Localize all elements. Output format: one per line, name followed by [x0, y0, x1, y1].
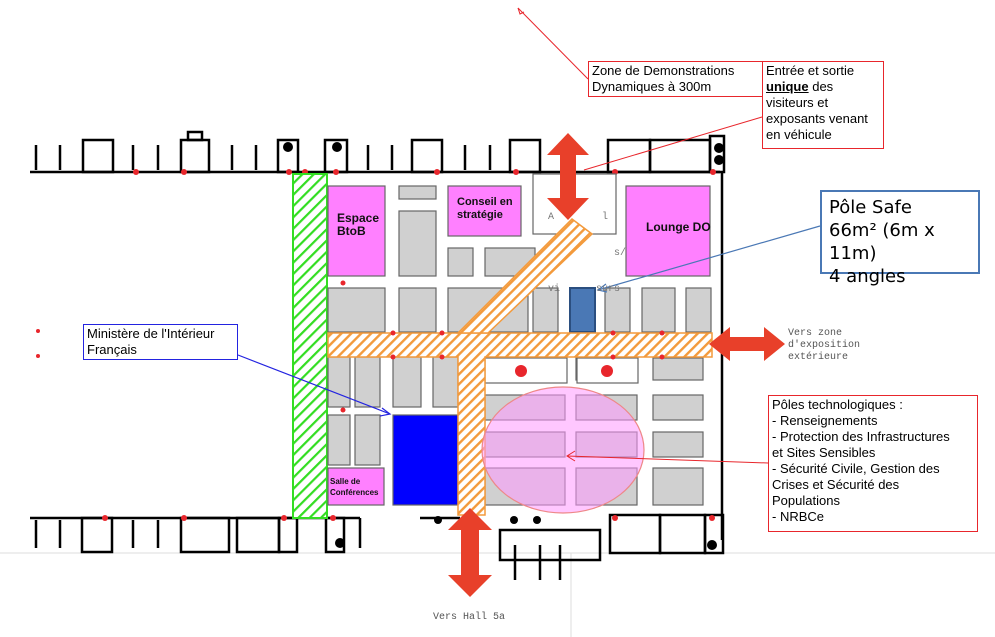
- exposition-double-arrow-icon: [709, 327, 785, 361]
- label-espace-btob: Espace BtoB: [337, 212, 379, 238]
- entrance-leader-line: [583, 116, 763, 171]
- top-wall: [30, 130, 726, 174]
- label-line: s/: [548, 248, 627, 259]
- callout-poles-technologiques: Pôles technologiques : - Renseignements …: [768, 395, 978, 532]
- label-line: extérieure: [788, 352, 849, 363]
- callout-entrance: Entrée et sortie unique des visiteurs et…: [762, 61, 884, 149]
- arrowhead-icon: [566, 450, 576, 462]
- pole-safe-leader-line: [597, 225, 821, 291]
- callout-line: Dynamiques à 300m: [592, 79, 712, 94]
- emphasis-text: unique: [766, 79, 809, 94]
- arrowhead-icon: [517, 7, 525, 15]
- stand-conseil-strategie[interactable]: [447, 185, 522, 237]
- aisle-markers: [36, 280, 665, 413]
- callout-line: Zone de Demonstrations: [592, 63, 735, 78]
- callout-line: Entrée et sortie: [766, 63, 855, 78]
- callout-demo-zone: Zone de Demonstrations Dynamiques à 300m: [588, 61, 766, 97]
- bottom-wall: [30, 513, 725, 580]
- callout-item: Crises et Sécurité des: [772, 477, 900, 492]
- callout-line: Français: [87, 342, 137, 357]
- entrance-double-arrow-icon: [547, 133, 589, 220]
- main-aisles: [327, 218, 713, 516]
- red-dot-marker: [601, 365, 613, 377]
- stand-lounge-do[interactable]: [625, 185, 711, 277]
- callout-item: - Protection des Infrastructures: [772, 429, 950, 444]
- demo-zone-leader-line: [517, 7, 589, 80]
- callout-line: Pôle Safe: [829, 197, 912, 218]
- callout-line: unique des: [766, 79, 880, 95]
- label-line: d'exposition: [788, 340, 861, 351]
- callout-line: exposants venant: [766, 111, 868, 126]
- callout-pole-safe: Pôle Safe 66m² (6m x 11m) 4 angles: [820, 190, 980, 287]
- callout-item: - NRBCe: [772, 509, 825, 524]
- label-line: A l: [548, 212, 609, 223]
- callout-item: - Sécurité Civile, Gestion des: [772, 461, 940, 476]
- label-line: stratégie: [457, 209, 503, 221]
- label-line: Conférences: [330, 488, 379, 497]
- label-vers-hall: Vers Hall 5a: [433, 612, 506, 623]
- callout-line: en véhicule: [766, 127, 832, 142]
- arrows: [448, 133, 785, 597]
- green-hatched-zone: [292, 173, 328, 519]
- callout-title: Pôles technologiques :: [772, 397, 903, 412]
- label-accueil: A l s/ vi surs: [548, 188, 626, 308]
- label-salle-conferences: Salle de Conférences: [330, 476, 378, 498]
- callout-line: visiteurs et: [766, 95, 829, 110]
- top-wall-fixtures: [133, 142, 724, 175]
- arrowhead-icon: [596, 283, 608, 293]
- stand-salle-conferences[interactable]: [327, 467, 385, 506]
- callout-line: 66m² (6m x 11m): [829, 220, 935, 264]
- stand-espace-btob[interactable]: [327, 185, 386, 277]
- label-line: Salle de: [330, 477, 361, 486]
- ministere-leader-line: [237, 354, 391, 415]
- label-line: BtoB: [337, 224, 366, 238]
- stand-ministere-interieur[interactable]: [392, 414, 459, 506]
- label-line: Vers zone: [788, 328, 843, 339]
- label-conseil-strategie: Conseil en stratégie: [457, 196, 513, 222]
- callout-item: - Renseignements: [772, 413, 878, 428]
- arrowhead-icon: [379, 407, 392, 417]
- label-lounge-do: Lounge DO: [646, 220, 711, 234]
- label-line: Espace: [337, 211, 380, 225]
- tech-poles-zone[interactable]: [481, 386, 645, 514]
- callout-item: et Sites Sensibles: [772, 445, 876, 460]
- callout-ministere: Ministère de l'Intérieur Français: [83, 324, 238, 360]
- callout-text: des: [808, 79, 834, 94]
- red-dot-marker: [515, 365, 527, 377]
- stand-pole-safe[interactable]: [569, 287, 596, 333]
- callout-line: 4 angles: [829, 266, 906, 287]
- callout-line: Ministère de l'Intérieur: [87, 326, 215, 341]
- label-line: vi surs: [548, 284, 621, 295]
- callout-item: Populations: [772, 493, 840, 508]
- bottom-wall-fixtures: [102, 515, 717, 550]
- tech-poles-leader-line: [566, 455, 769, 464]
- hall-double-arrow-icon: [448, 508, 492, 597]
- label-vers-zone-exposition: Vers zone d'exposition extérieure: [788, 328, 860, 364]
- label-line: Conseil en: [457, 196, 513, 208]
